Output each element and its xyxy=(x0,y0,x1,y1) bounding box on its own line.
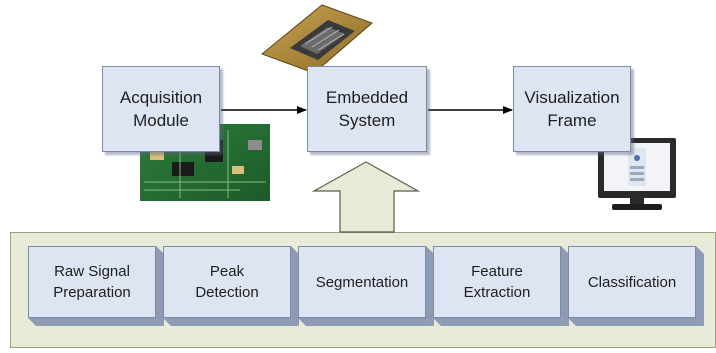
visualization-frame-box: Visualization Frame xyxy=(513,66,631,152)
step-peak-detection: Peak Detection xyxy=(163,246,291,318)
step-label-line2: Detection xyxy=(195,284,259,301)
step-label-line1: Classification xyxy=(587,273,677,291)
acquisition-module-box: Acquisition Module xyxy=(102,66,220,152)
step-classification: Classification xyxy=(568,246,696,318)
embedded-system-line1: Embedded xyxy=(325,88,409,107)
step-label-line1: Feature xyxy=(471,263,523,280)
embedded-system-line2: System xyxy=(338,111,396,130)
step-label-line2: Preparation xyxy=(53,284,131,301)
acquisition-module-line2: Module xyxy=(133,111,189,130)
step-label-line2: Extraction xyxy=(463,284,531,301)
acquisition-module-line1: Acquisition xyxy=(119,88,203,107)
step-raw-signal-preparation: Raw Signal Preparation xyxy=(28,246,156,318)
visualization-frame-line1: Visualization xyxy=(524,88,620,107)
cpu-chip-image xyxy=(261,4,373,74)
visualization-frame-line2: Frame xyxy=(547,111,597,130)
step-label-line1: Raw Signal xyxy=(54,263,130,280)
up-arrow-to-embedded xyxy=(311,161,421,233)
step-feature-extraction: Feature Extraction xyxy=(433,246,561,318)
step-depth-shading xyxy=(28,246,704,326)
embedded-system-box: Embedded System xyxy=(307,66,427,152)
step-label-line1: Peak xyxy=(209,263,245,280)
step-segmentation: Segmentation xyxy=(298,246,426,318)
step-label-line1: Segmentation xyxy=(315,273,409,291)
